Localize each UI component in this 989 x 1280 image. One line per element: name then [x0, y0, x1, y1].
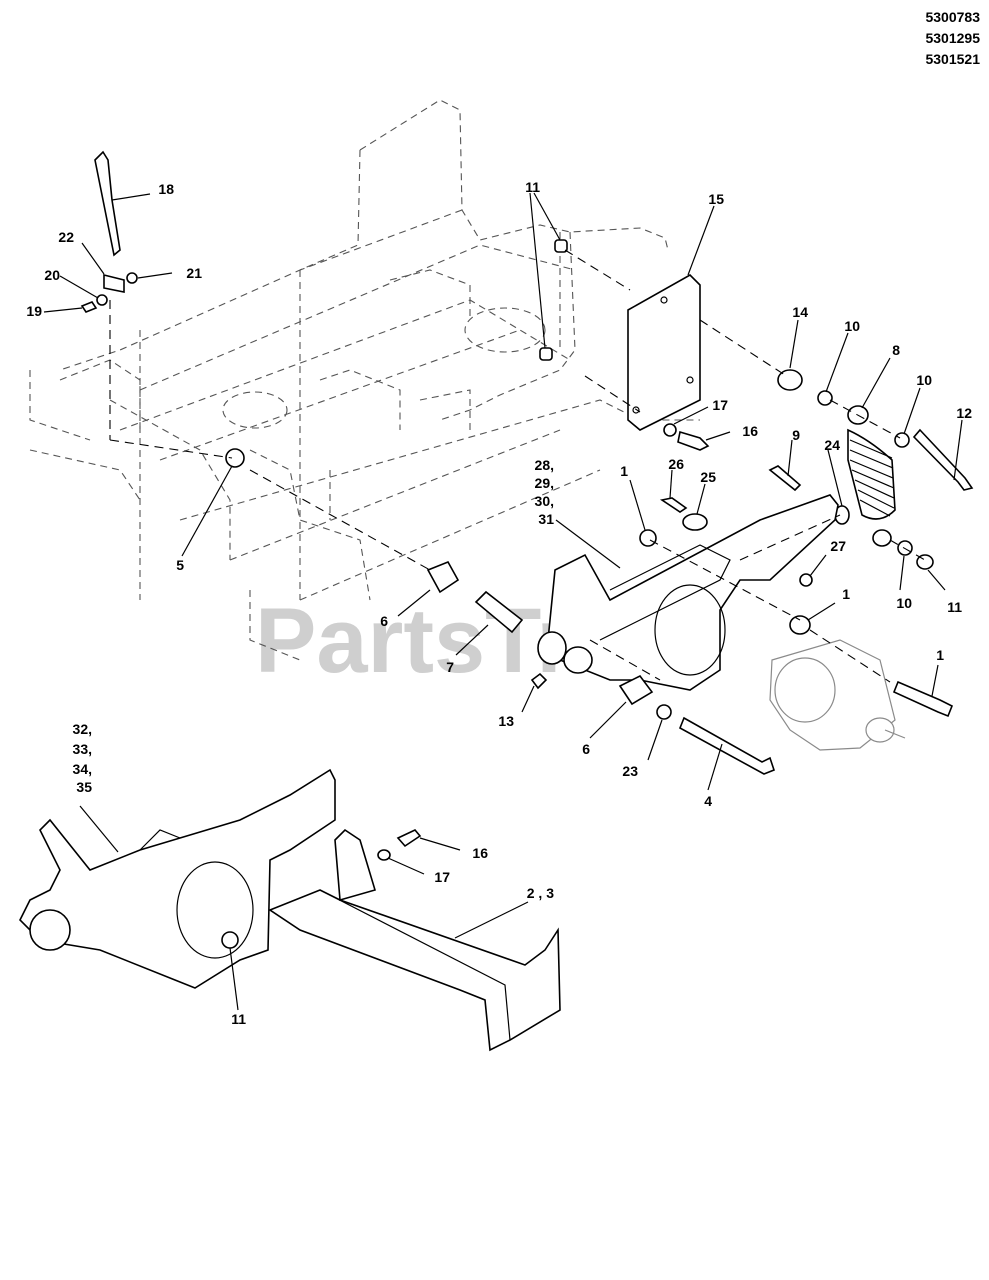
washer: [377, 849, 391, 861]
callout-label: 23: [622, 763, 638, 779]
bolt: [678, 716, 775, 775]
callout-label: 10: [896, 595, 912, 611]
washer: [663, 423, 677, 437]
bushing: [777, 369, 803, 391]
callout-label: 10: [916, 372, 932, 388]
hydraulic-pump: [769, 639, 906, 751]
bolt: [892, 680, 954, 718]
callout-label: 11: [947, 599, 962, 615]
callout-label: 16: [742, 423, 758, 439]
callout-label: 17: [434, 869, 450, 885]
screw: [659, 497, 688, 513]
callout-label: 18: [158, 181, 174, 197]
callout-label: 22: [58, 229, 74, 245]
callout-label: 14: [792, 304, 808, 320]
nut: [916, 554, 934, 570]
spacer: [474, 590, 524, 634]
callout-label: 33,: [72, 741, 92, 757]
callout-label: 10: [844, 318, 860, 334]
grease-fitting: [530, 672, 548, 690]
callout-label: 6: [582, 741, 590, 757]
callout-label: 1: [842, 586, 850, 602]
nut: [126, 272, 138, 284]
lever: [94, 150, 121, 257]
washer: [656, 704, 672, 720]
callout-label: 5: [176, 557, 184, 573]
callout-label: 6: [380, 613, 388, 629]
callout-label: 15: [708, 191, 724, 207]
callout-label: 28,: [534, 457, 554, 473]
callout-label: 34,: [72, 761, 92, 777]
bushing: [426, 560, 460, 594]
bracket-clip: [103, 273, 125, 293]
shock-absorber: [847, 405, 896, 547]
callout-label: 13: [498, 713, 514, 729]
callout-label: 1: [620, 463, 628, 479]
bushing: [618, 674, 654, 706]
callout-label: 2 , 3: [526, 885, 554, 901]
leader-lines: [43, 192, 963, 1011]
callout-label: 30,: [534, 493, 554, 509]
callout-label: 8: [892, 342, 900, 358]
washer: [682, 513, 708, 531]
bolt: [677, 430, 710, 451]
washer: [96, 294, 108, 306]
nut: [554, 239, 568, 253]
washer: [894, 432, 910, 448]
callout-label: 16: [472, 845, 488, 861]
spacer: [789, 615, 811, 635]
nut: [799, 573, 813, 587]
callout-label: 4: [704, 793, 712, 809]
idler-bracket: [537, 494, 839, 691]
bolt: [912, 428, 974, 491]
model-number: 5301295: [925, 30, 980, 46]
callout-label: 27: [830, 538, 846, 554]
callout-label: 7: [446, 659, 454, 675]
arm-bracket: [19, 768, 336, 989]
mounting-plate: [627, 274, 701, 431]
bolt: [768, 465, 802, 492]
washer: [817, 390, 833, 406]
callout-label: 12: [956, 405, 972, 421]
bolt: [80, 301, 98, 313]
callout-label: 25: [700, 469, 716, 485]
nut: [225, 448, 245, 468]
callout-label: 11: [525, 179, 540, 195]
callout-label: 1: [936, 647, 944, 663]
model-number: 5300783: [925, 9, 980, 25]
callout-label: 21: [186, 265, 202, 281]
chassis-frame: [29, 99, 700, 661]
callout-label: 19: [26, 303, 42, 319]
model-number: 5301521: [925, 51, 980, 67]
callout-label: 26: [668, 456, 684, 472]
bolt: [396, 829, 422, 848]
callout-label: 35: [76, 779, 92, 795]
nut: [639, 529, 657, 547]
crossmember: [268, 828, 561, 1052]
nut: [539, 347, 553, 361]
bushing: [563, 646, 593, 674]
callout-label: 24: [824, 437, 840, 453]
callout-label: 31: [538, 511, 554, 527]
callout-label: 32,: [72, 721, 92, 737]
callout-label: 17: [712, 397, 728, 413]
callout-label: 11: [231, 1011, 246, 1027]
assembly-axes: [109, 249, 926, 683]
callout-label: 9: [792, 427, 800, 443]
callout-label: 20: [44, 267, 60, 283]
callout-label: 29,: [534, 475, 554, 491]
